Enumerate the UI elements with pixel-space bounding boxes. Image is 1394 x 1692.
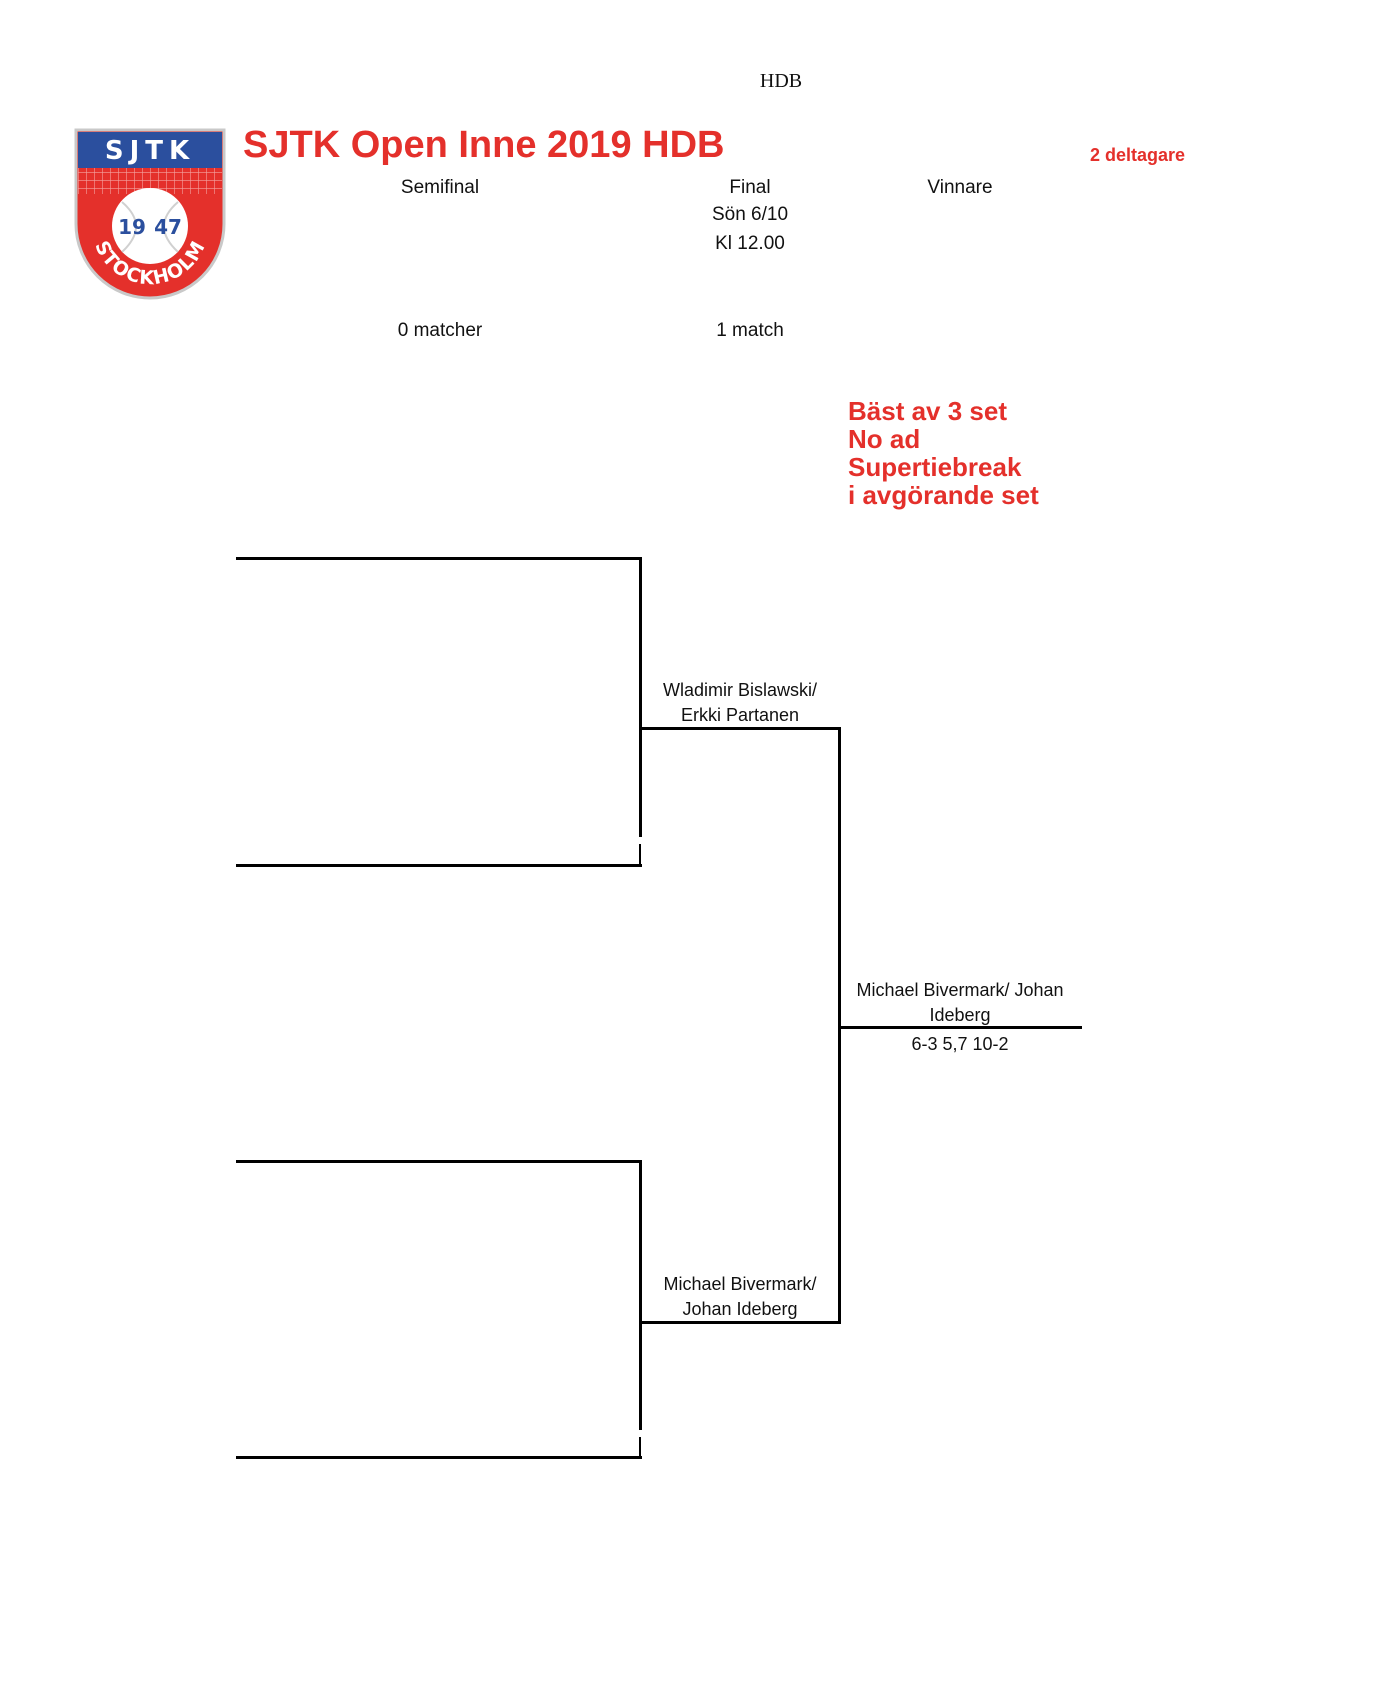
- page-header-label: HDB: [759, 70, 803, 92]
- finalist-bottom-line1: Michael Bivermark/: [663, 1274, 817, 1294]
- winner-line2: Ideberg: [929, 1005, 991, 1025]
- final-match-count: 1 match: [716, 320, 784, 341]
- bracket-connector-final: [838, 727, 841, 1324]
- rule-line: i avgörande set: [848, 480, 1039, 510]
- bracket-line-final-bottom: [639, 1321, 841, 1324]
- round-final-date: Sön 6/10: [711, 204, 789, 225]
- logo-top-text: SJTK: [105, 136, 195, 166]
- tournament-title: SJTK Open Inne 2019 HDB: [243, 124, 725, 166]
- round-final-label: Final: [729, 177, 771, 198]
- winner-names: Michael Bivermark/ Johan Ideberg: [835, 978, 1085, 1028]
- bracket-line-winner: [838, 1026, 1082, 1029]
- logo-year-left: 19: [118, 215, 146, 239]
- bracket-connector-top-tail: [639, 844, 641, 866]
- rule-line: Bäst av 3 set: [848, 396, 1007, 426]
- match-rules: Bäst av 3 set No ad Supertiebreak i avgö…: [848, 397, 1039, 509]
- bracket-line-semifinal-2: [236, 864, 642, 867]
- round-semifinal-label: Semifinal: [400, 177, 480, 198]
- bracket-line-semifinal-3: [236, 1160, 642, 1163]
- winner-line1: Michael Bivermark/ Johan: [856, 980, 1064, 1000]
- rule-line: No ad: [848, 424, 921, 454]
- bracket-line-final-top: [639, 727, 841, 730]
- semifinal-match-count: 0 matcher: [397, 320, 483, 341]
- participants-count: 2 deltagare: [1090, 145, 1186, 165]
- round-winner-label: Vinnare: [927, 177, 993, 198]
- finalist-top-line2: Erkki Partanen: [680, 705, 800, 725]
- finalist-bottom: Michael Bivermark/ Johan Ideberg: [640, 1272, 840, 1322]
- bracket-connector-bottom-tail: [639, 1437, 641, 1458]
- bracket-connector-bottom: [639, 1160, 642, 1430]
- finalist-top: Wladimir Bislawski/ Erkki Partanen: [640, 678, 840, 728]
- winner-score: 6-3 5,7 10-2: [911, 1034, 1009, 1054]
- club-logo: SJTK 19 47 STOCKHOLM: [70, 124, 230, 316]
- rule-line: Supertiebreak: [848, 452, 1022, 482]
- bracket-line-semifinal-1: [236, 557, 642, 560]
- logo-year-right: 47: [154, 215, 182, 239]
- finalist-bottom-line2: Johan Ideberg: [682, 1299, 798, 1319]
- round-final-time: Kl 12.00: [715, 233, 785, 254]
- finalist-top-line1: Wladimir Bislawski/: [662, 680, 817, 700]
- bracket-line-semifinal-4: [236, 1456, 642, 1459]
- bracket-connector-top: [639, 557, 642, 837]
